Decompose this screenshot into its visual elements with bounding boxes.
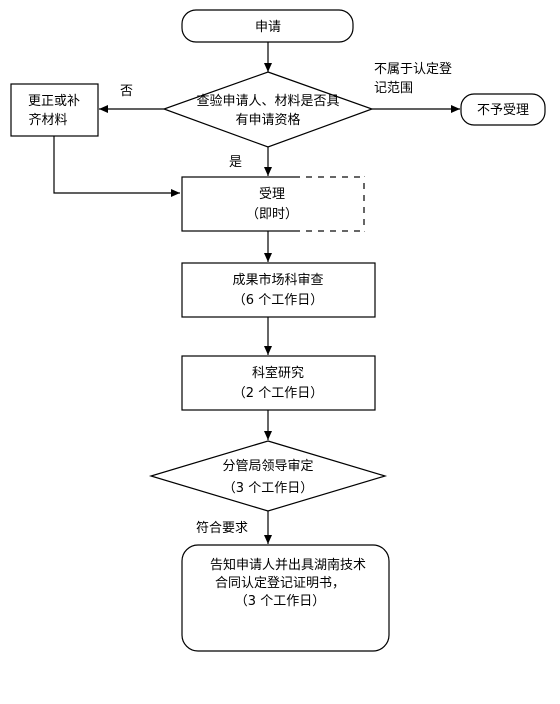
accept-label-line2: （即时） [246, 207, 298, 222]
review-box [181, 262, 376, 318]
start-label: 申请 [255, 20, 281, 35]
study-box [181, 355, 376, 411]
start-terminator [181, 9, 354, 43]
arrow-correct-to-accept [53, 136, 180, 197]
notify-label-line3: （3 个工作日） [235, 594, 325, 609]
accept-label-line1: 受理 [259, 187, 285, 202]
check-label-line1: 查验申请人、材料是否具 [196, 93, 339, 109]
accept-box [181, 176, 365, 232]
correct-materials-box [10, 83, 99, 137]
study-label-line1: 科室研究 [252, 365, 304, 381]
approve-label-line2: （3 个工作日） [223, 481, 313, 496]
approve-label-line1: 分管局领导审定 [222, 459, 313, 474]
approve-decision-diamond [148, 440, 388, 512]
label-no: 否 [120, 84, 133, 99]
notify-label-line2: 合同认定登记证明书， [215, 576, 345, 591]
review-label-line2: （6 个工作日） [233, 293, 323, 308]
label-not-in-scope-line1: 不属于认定登 [374, 62, 452, 77]
study-label-line2: （2 个工作日） [233, 386, 323, 401]
label-meets: 符合要求 [196, 520, 248, 536]
reject-label: 不予受理 [477, 103, 529, 118]
correct-label-line2: 齐材料 [28, 112, 67, 128]
label-yes: 是 [229, 155, 242, 170]
correct-label-line1: 更正或补 [28, 94, 80, 109]
check-label-line2: 有申请资格 [235, 112, 300, 128]
label-not-in-scope-line2: 记范围 [374, 81, 413, 96]
notify-terminator [181, 544, 390, 652]
review-label-line1: 成果市场科审查 [232, 272, 323, 288]
reject-terminator [460, 93, 546, 126]
notify-label-line1: 告知申请人并出具湖南技术 [210, 557, 366, 573]
check-decision-diamond [162, 71, 374, 148]
